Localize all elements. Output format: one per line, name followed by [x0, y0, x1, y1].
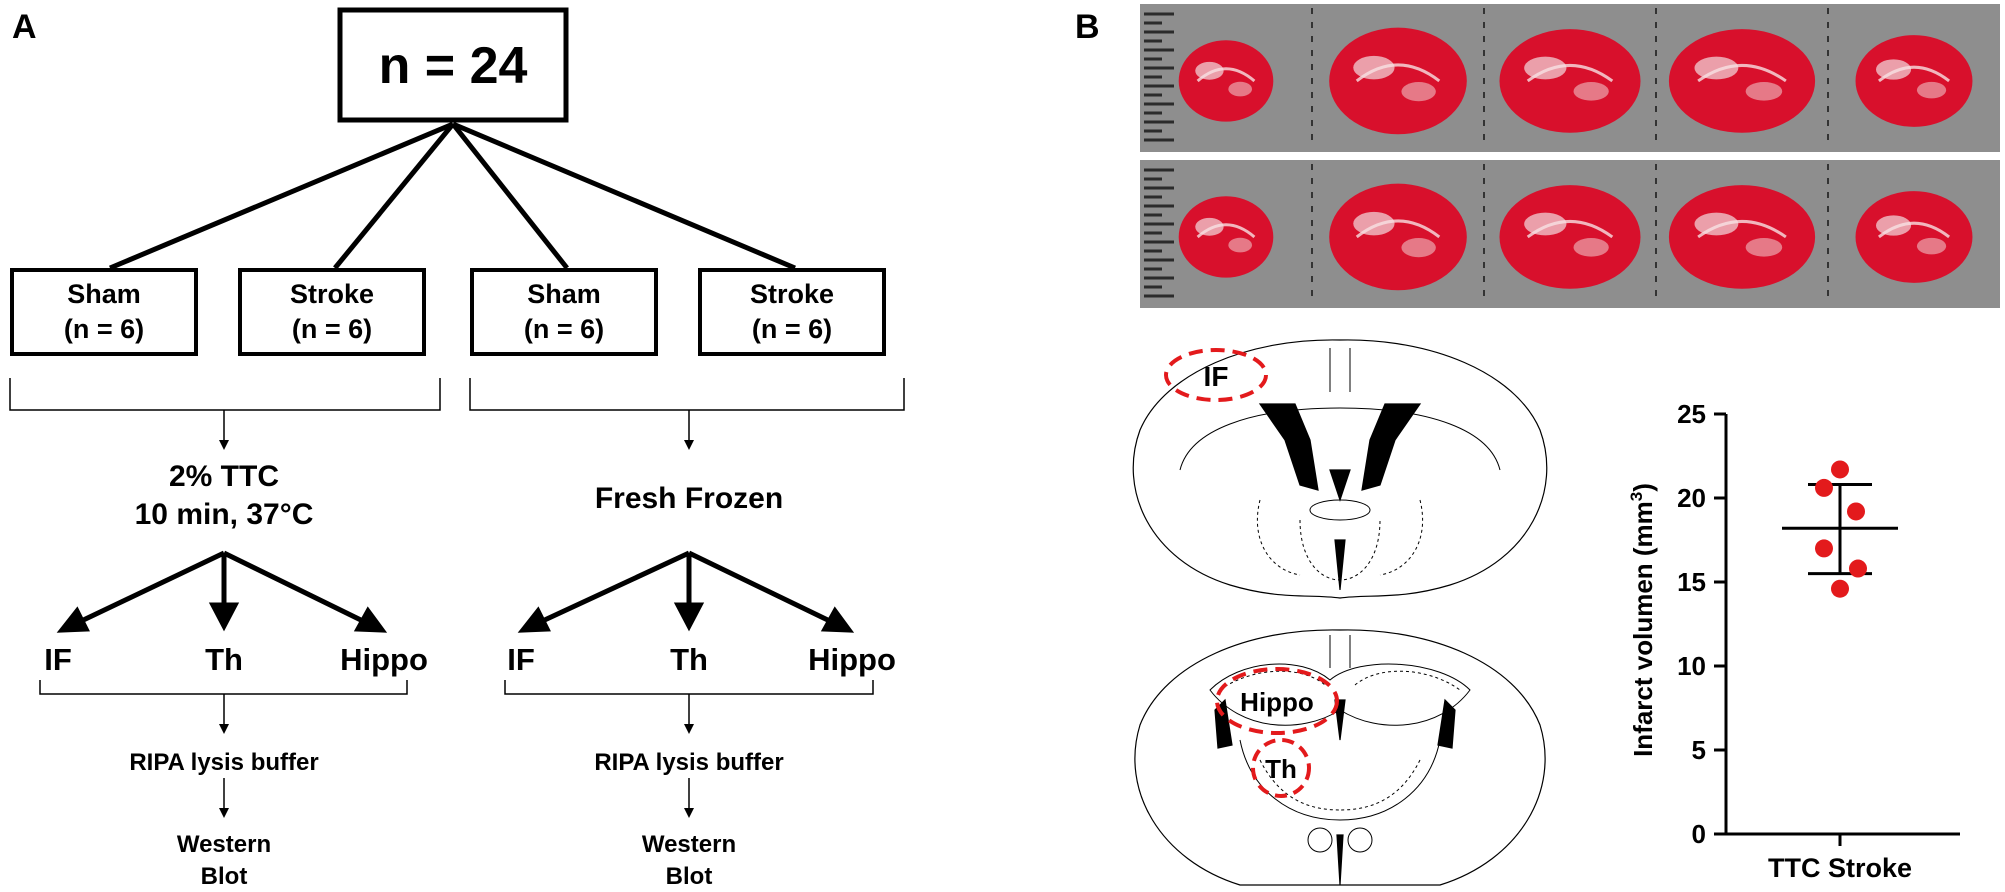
region-arrows [56, 550, 855, 633]
y-axis-title: Infarct volumen (mm3) [1627, 483, 1658, 757]
y-tick-label: 0 [1692, 819, 1706, 849]
y-tick-label: 25 [1677, 399, 1706, 429]
photo-strip [1140, 160, 2000, 308]
data-point [1815, 539, 1833, 558]
data-point [1815, 478, 1833, 497]
group-3-n: (n = 6) [524, 314, 604, 344]
th-region-outline [1251, 738, 1311, 798]
hippo-region-outline [1215, 667, 1339, 735]
group-box-3: Sham (n = 6) [470, 268, 658, 356]
photo-strip [1140, 4, 2000, 152]
brain-slice [1855, 191, 1973, 283]
x-category-label: TTC Stroke [1768, 853, 1912, 883]
group-box-4: Stroke (n = 6) [698, 268, 886, 356]
lysis-brackets [39, 680, 874, 818]
atlas-section-top [1132, 339, 1548, 599]
if-region-outline [1164, 348, 1268, 402]
panel-b-letter: B [1075, 8, 1100, 46]
total-sample-label: n = 24 [379, 37, 528, 95]
group-4-name: Stroke [750, 279, 834, 309]
data-point [1849, 559, 1867, 578]
left-treatment-line1: 2% TTC [169, 460, 279, 493]
group-fan-lines [109, 121, 796, 271]
left-region-if: IF [44, 642, 72, 677]
brain-slice [1668, 185, 1816, 289]
infarct-volume-chart: Infarct volumen (mm3) 0 5 10 15 20 25 TTC Str… [1627, 399, 1960, 883]
group-2-name: Stroke [290, 279, 374, 309]
group-box-2: Stroke (n = 6) [238, 268, 426, 356]
right-region-th: Th [670, 642, 708, 677]
ttc-brain-photos [1140, 4, 2000, 308]
panel-a: A n = 24 Sham (n = 6) Stroke (n = 6) Sha… [9, 7, 905, 890]
left-lysis-label: RIPA lysis buffer [129, 749, 318, 776]
pool-brackets [9, 378, 905, 450]
brain-slice [1668, 29, 1816, 133]
atlas-label-th: Th [1265, 754, 1297, 784]
data-point [1847, 502, 1865, 521]
left-region-th: Th [205, 642, 243, 677]
brain-slice [1178, 196, 1274, 278]
group-4-n: (n = 6) [752, 314, 832, 344]
y-tick-label: 5 [1692, 735, 1706, 765]
right-region-if: IF [507, 642, 535, 677]
atlas-label-hippo: Hippo [1240, 687, 1314, 717]
group-box-1: Sham (n = 6) [10, 268, 198, 356]
total-sample-box [337, 7, 569, 123]
data-point [1831, 460, 1849, 479]
left-region-hippo: Hippo [340, 642, 428, 677]
panel-b: B IF [1075, 4, 2000, 886]
brain-slice [1178, 40, 1274, 122]
y-axis-title-close: ) [1628, 483, 1658, 492]
right-treatment-label: Fresh Frozen [595, 482, 783, 515]
y-tick-label: 20 [1677, 483, 1706, 513]
data-point [1831, 579, 1849, 598]
y-axis-title-superscript: 3 [1627, 492, 1646, 501]
brain-slice [1329, 27, 1467, 135]
group-3-name: Sham [527, 279, 601, 309]
left-assay-line2: Blot [201, 863, 248, 890]
right-region-hippo: Hippo [808, 642, 896, 677]
group-2-n: (n = 6) [292, 314, 372, 344]
atlas-label-if: IF [1204, 361, 1229, 392]
brain-slice [1499, 29, 1641, 133]
group-1-name: Sham [67, 279, 141, 309]
right-assay-line1: Western [642, 831, 736, 858]
right-assay-line2: Blot [666, 863, 713, 890]
y-axis-title-text: Infarct volumen (mm [1628, 501, 1658, 757]
y-tick-label: 10 [1677, 651, 1706, 681]
atlas-section-bottom [1134, 629, 1546, 886]
left-treatment-line2: 10 min, 37°C [135, 498, 314, 531]
left-assay-line1: Western [177, 831, 271, 858]
brain-slice [1855, 35, 1973, 127]
y-tick-label: 15 [1677, 567, 1706, 597]
brain-slice [1329, 183, 1467, 291]
right-lysis-label: RIPA lysis buffer [594, 749, 783, 776]
panel-a-letter: A [12, 8, 37, 46]
brain-slice [1499, 185, 1641, 289]
group-1-n: (n = 6) [64, 314, 144, 344]
